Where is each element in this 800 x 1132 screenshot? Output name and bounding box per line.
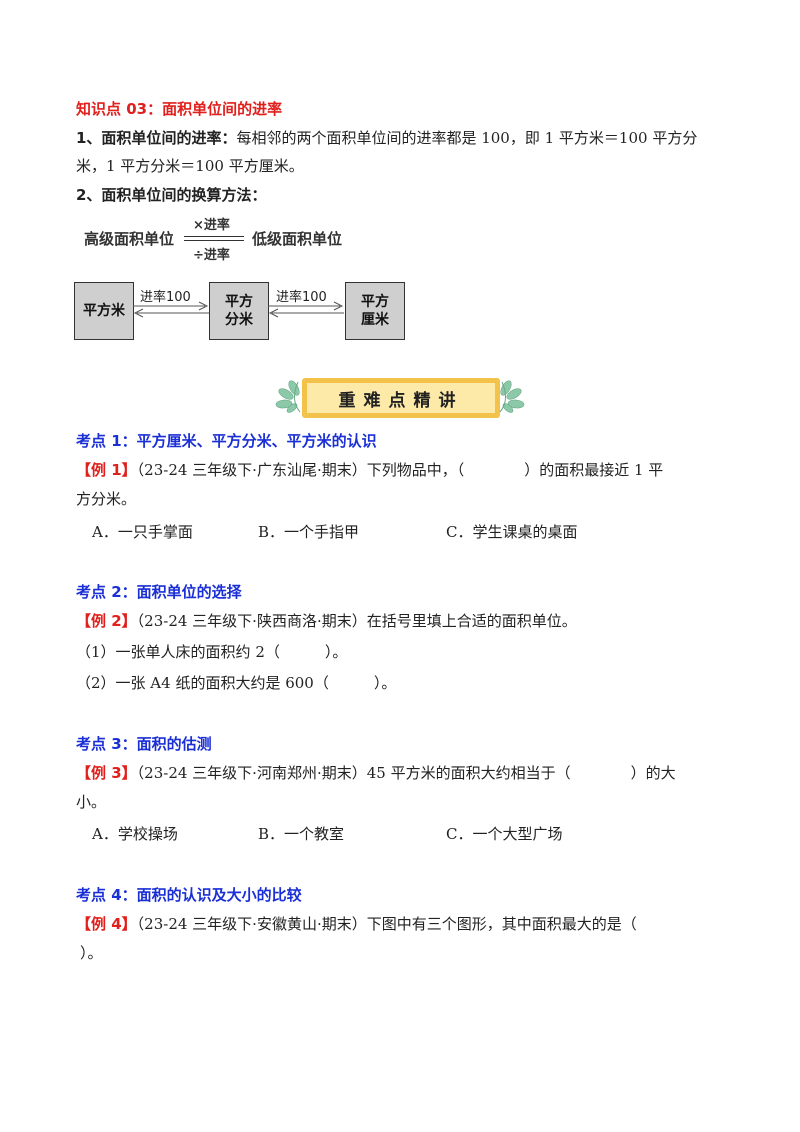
rate-item-1-label: 1、面积单位间的进率： <box>76 129 237 147</box>
unit-box-square-decimeter: 平方 分米 <box>209 282 269 340</box>
unit-box-square-centimeter-line2: 厘米 <box>361 312 389 328</box>
leaf-right-icon <box>499 380 525 413</box>
unit-box-square-centimeter: 平方 厘米 <box>345 282 405 340</box>
rate-label-1: 进率100 <box>140 290 191 305</box>
high-unit-label: 高级面积单位 <box>84 230 175 248</box>
kaodian-3-title: 考点 3：面积的估测 <box>76 735 212 753</box>
example-4-line1: 【例 4】（23-24 三年级下·安徽黄山·期末）下图中有三个图形，其中面积最大… <box>76 913 637 934</box>
knowledge-title: 知识点 03：面积单位间的进率 <box>76 100 283 118</box>
multiply-rate-label: ×进率 <box>193 218 230 233</box>
example-3-tag: 【例 3】 <box>76 764 137 782</box>
rate-item-1-line2: 米，1 平方分米＝100 平方厘米。 <box>76 157 304 175</box>
unit-box-square-decimeter-line2: 分米 <box>225 312 253 328</box>
kaodian-4-title: 考点 4：面积的认识及大小的比较 <box>76 886 302 904</box>
example-3-option-b: B．一个教室 <box>258 825 345 843</box>
rate-item-2-label: 2、面积单位间的换算方法： <box>76 186 267 204</box>
example-3-question-a: （23-24 三年级下·河南郑州·期末）45 平方米的面积大约相当于（ ）的大 <box>136 764 676 782</box>
example-4-tag: 【例 4】 <box>76 915 137 933</box>
example-1-question-a: （23-24 三年级下·广东汕尾·期末）下列物品中，（ ）的面积最接近 1 平 <box>136 461 664 479</box>
leaf-left-icon <box>275 380 301 413</box>
unit-box-square-centimeter-line1: 平方 <box>361 294 389 310</box>
conversion-line-bottom <box>184 240 244 241</box>
example-1-tag: 【例 1】 <box>76 461 137 479</box>
double-arrow-2 <box>268 301 344 318</box>
example-2-line1: 【例 2】（23-24 三年级下·陕西商洛·期末）在括号里填上合适的面积单位。 <box>76 610 577 631</box>
example-4-question-a: （23-24 三年级下·安徽黄山·期末）下图中有三个图形，其中面积最大的是（ <box>136 915 637 933</box>
example-4-question-b: ）。 <box>80 944 103 962</box>
kaodian-2-title: 考点 2：面积单位的选择 <box>76 583 242 601</box>
unit-box-square-meter-label: 平方米 <box>83 303 125 319</box>
divide-rate-label: ÷进率 <box>193 248 230 263</box>
rate-label-2: 进率100 <box>276 290 327 305</box>
example-1-question-b: 方分米。 <box>76 490 137 508</box>
conversion-line-top <box>184 236 244 237</box>
rate-item-1-text: 每相邻的两个面积单位间的进率都是 100，即 1 平方米＝100 平方分 <box>236 129 698 147</box>
example-1-option-b: B．一个手指甲 <box>258 523 360 541</box>
example-3-question-b: 小。 <box>76 793 107 811</box>
example-1-line1: 【例 1】（23-24 三年级下·广东汕尾·期末）下列物品中，（ ）的面积最接近… <box>76 459 663 480</box>
rate-item-1-line1: 1、面积单位间的进率：每相邻的两个面积单位间的进率都是 100，即 1 平方米＝… <box>76 127 697 148</box>
example-3-option-c: C．一个大型广场 <box>446 825 563 843</box>
example-1-option-c: C．学生课桌的桌面 <box>446 523 578 541</box>
double-arrow-1 <box>133 301 209 318</box>
example-2-sub-1: （1）一张单人床的面积约 2（ ）。 <box>76 643 348 661</box>
key-points-banner-title: 重难点精讲 <box>338 390 464 411</box>
low-unit-label: 低级面积单位 <box>252 230 343 248</box>
example-2-question: （23-24 三年级下·陕西商洛·期末）在括号里填上合适的面积单位。 <box>136 612 577 630</box>
example-3-line1: 【例 3】（23-24 三年级下·河南郑州·期末）45 平方米的面积大约相当于（… <box>76 762 676 783</box>
key-points-banner: 重难点精讲 <box>302 378 500 418</box>
example-3-option-a: A．学校操场 <box>92 825 178 843</box>
example-2-sub-2: （2）一张 A4 纸的面积大约是 600（ ）。 <box>76 674 397 692</box>
example-2-tag: 【例 2】 <box>76 612 137 630</box>
unit-box-square-meter: 平方米 <box>74 282 134 340</box>
unit-box-square-decimeter-line1: 平方 <box>225 294 253 310</box>
kaodian-1-title: 考点 1：平方厘米、平方分米、平方米的认识 <box>76 432 377 450</box>
example-1-option-a: A．一只手掌面 <box>92 523 193 541</box>
